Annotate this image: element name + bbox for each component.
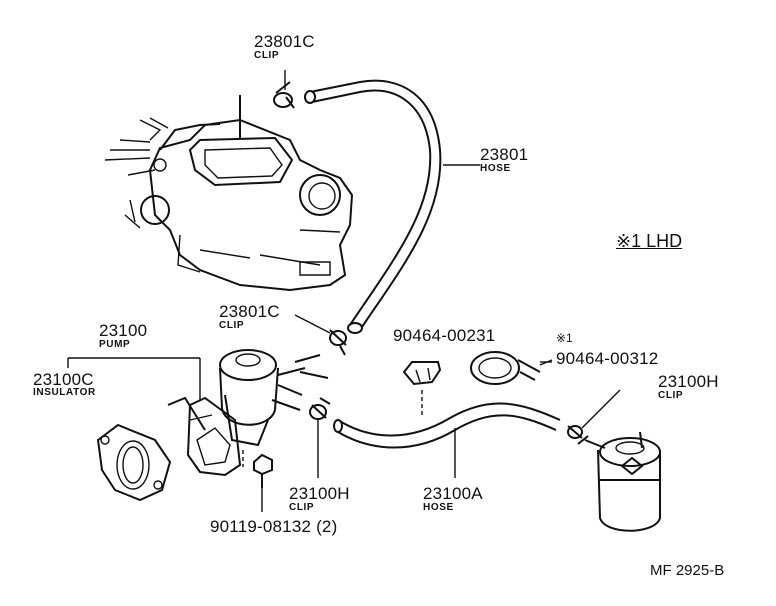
label-23100-name: PUMP: [99, 339, 131, 350]
bolt-illustration: [242, 450, 273, 512]
label-90464-00231-number: 90464-00231: [393, 326, 496, 345]
insulator-illustration: [96, 423, 172, 502]
label-23801-name: HOSE: [480, 163, 511, 174]
label-23100-number: 23100: [99, 321, 148, 340]
label-23100c-number: 23100C: [33, 370, 94, 389]
fuel-pump-illustration: [167, 349, 329, 477]
clip-23801c-top-illustration: [273, 70, 295, 109]
label-23801c-top-name: CLIP: [254, 50, 280, 61]
label-23100h-filter-name: CLIP: [658, 390, 684, 401]
clamp-90464-00312-illustration: [470, 351, 553, 385]
note-lhd: ※1 LHD: [616, 231, 683, 251]
label-90464-00312-number: 90464-00312: [556, 349, 659, 368]
label-23100h-pump-name: CLIP: [289, 502, 315, 513]
hose-23100a-illustration: [333, 402, 561, 478]
label-23801c-middle-name: CLIP: [219, 320, 245, 331]
fuel-filter-illustration: [584, 431, 661, 532]
label-23801-number: 23801: [480, 145, 529, 164]
label-23100a-number: 23100A: [423, 484, 483, 503]
engine-block-illustration: [104, 95, 354, 292]
hose-23801-illustration: [304, 79, 442, 334]
clamp-90464-00231-illustration: [402, 361, 442, 415]
clip-23801c-middle-illustration: [294, 314, 347, 356]
label-90119-08132-number: 90119-08132 (2): [210, 517, 338, 536]
clip-23100h-pump-illustration: [309, 397, 331, 478]
reference-code: MF 2925-B: [650, 562, 725, 579]
label-23100h-filter-number: 23100H: [658, 372, 719, 391]
label-23801c-top-number: 23801C: [254, 32, 315, 51]
pump-leader-line: [67, 357, 201, 400]
label-23100c-name: INSULATOR: [33, 387, 96, 398]
clip-23100h-filter-illustration: [567, 389, 621, 445]
label-23100a-name: HOSE: [423, 502, 454, 513]
label-90464-00312-marker: ※1: [556, 331, 573, 345]
label-23100h-pump-number: 23100H: [289, 484, 350, 503]
label-23801c-middle-number: 23801C: [219, 302, 280, 321]
